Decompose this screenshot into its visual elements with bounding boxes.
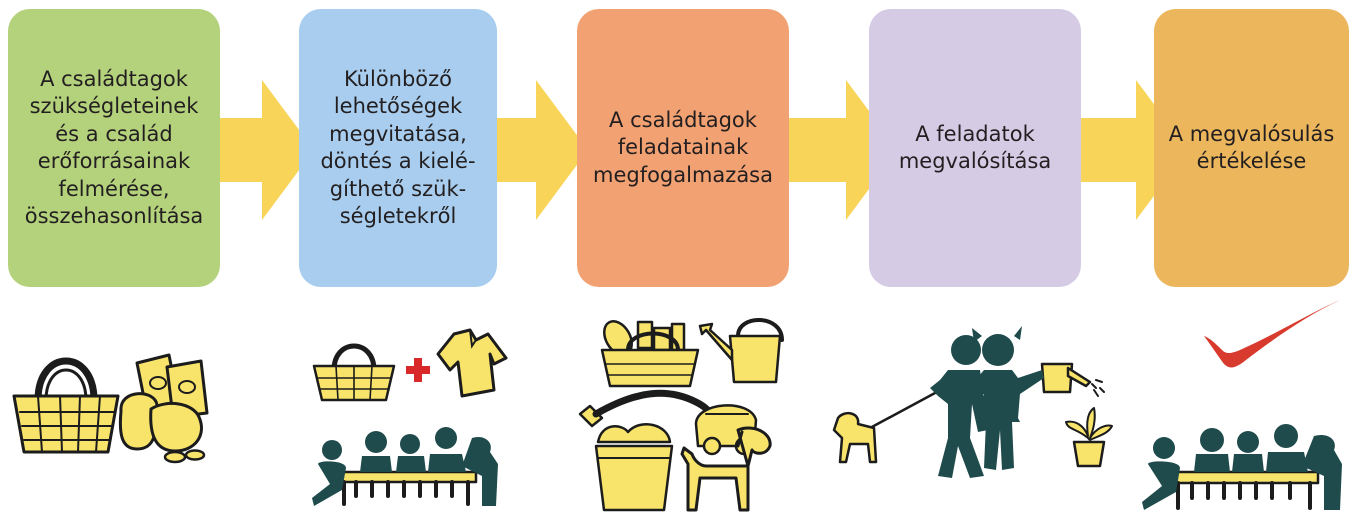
step-text: A családtagok szükségleteinek és a csalá… xyxy=(25,66,204,231)
step-text: A családtagok feladatainak megfogalmazás… xyxy=(593,107,773,190)
plant-pot-icon xyxy=(1065,407,1113,468)
step-line: lehetőségek xyxy=(333,94,463,118)
basket-icon xyxy=(10,338,122,458)
step-box-assessment: A családtagok szükségleteinek és a csalá… xyxy=(8,9,220,287)
checkmark-icon xyxy=(1200,298,1342,370)
basket-icon xyxy=(312,336,396,402)
step-text: A feladatok megvalósítása xyxy=(899,121,1051,176)
flow-arrow-3 xyxy=(770,80,900,224)
watering-can-icon xyxy=(698,316,796,384)
family-table-icon xyxy=(1142,416,1342,510)
flow-arrow-1 xyxy=(186,80,316,224)
step-line: A feladatok xyxy=(915,121,1035,146)
step-line: feladatainak xyxy=(617,135,749,160)
step-line: A megvalósulás xyxy=(1168,121,1335,146)
step-line: megvitatása, xyxy=(329,121,467,146)
purse-money-icon xyxy=(115,353,225,465)
child-watering-plant-icon xyxy=(960,322,1106,472)
dog-icon xyxy=(678,426,776,512)
step-text: Különböző lehetőségek megvitatása, dönté… xyxy=(320,66,475,231)
step-line: döntés a kielé- xyxy=(320,149,476,173)
step-line: megfogalmazása xyxy=(592,162,773,187)
step-line: értékelése xyxy=(1196,149,1307,173)
step-box-evaluation: A megvalósulás értékelése xyxy=(1154,9,1349,287)
step-line: A családtagok xyxy=(40,66,188,91)
plus-icon xyxy=(406,358,430,382)
grocery-basket-icon xyxy=(598,318,702,388)
step-line: és a család xyxy=(55,121,173,146)
family-table-icon xyxy=(312,420,498,506)
step-line: Különböző xyxy=(343,66,453,91)
step-line: felmérése, xyxy=(58,176,170,201)
blouse-icon xyxy=(436,328,508,400)
step-line: gíthető szük- xyxy=(329,176,467,201)
step-box-tasks: A családtagok feladatainak megfogalmazás… xyxy=(577,9,789,287)
flow-arrow-2 xyxy=(460,80,590,224)
step-line: ségletekről xyxy=(339,204,457,228)
step-box-discussion: Különböző lehetőségek megvitatása, dönté… xyxy=(299,9,497,287)
step-box-execution: A feladatok megvalósítása xyxy=(869,9,1081,287)
step-line: A családtagok xyxy=(609,107,757,132)
step-text: A megvalósulás értékelése xyxy=(1169,121,1335,176)
step-line: szükségleteinek xyxy=(29,94,199,118)
step-line: összehasonlítása xyxy=(24,204,204,228)
step-line: megvalósítása xyxy=(898,149,1052,173)
laundry-bucket-icon xyxy=(592,418,676,512)
step-line: erőforrásainak xyxy=(37,149,191,173)
